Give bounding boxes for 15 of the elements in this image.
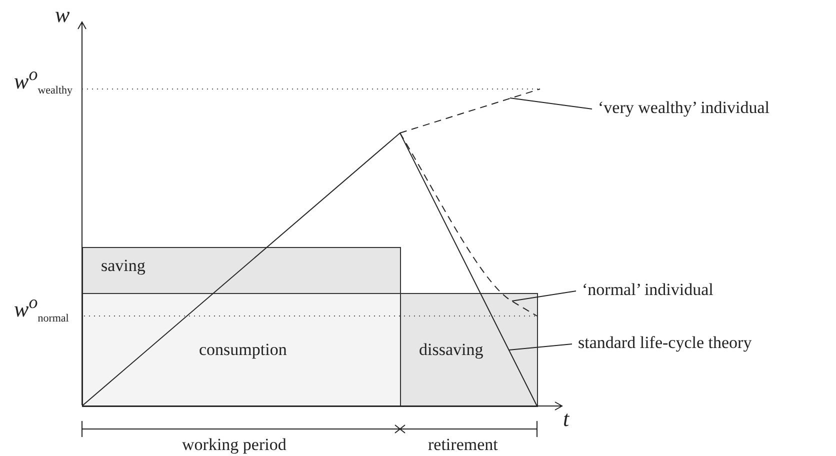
callout-text: standard life-cycle theory bbox=[578, 333, 752, 353]
period-label: retirement bbox=[428, 435, 498, 455]
callout-text: ‘normal’ individual bbox=[582, 280, 714, 300]
leader-line bbox=[508, 344, 572, 350]
leader-line bbox=[512, 290, 576, 302]
callout-text: ‘very wealthy’ individual bbox=[598, 98, 770, 118]
w-axis-label: w bbox=[55, 2, 70, 28]
t-axis-label: t bbox=[563, 406, 570, 432]
region-label: consumption bbox=[199, 340, 287, 360]
region-label: dissaving bbox=[419, 340, 484, 360]
dashed-wealth-line bbox=[400, 88, 540, 134]
wealth-path-line bbox=[82, 132, 538, 406]
leader-line bbox=[510, 98, 592, 110]
region-label: saving bbox=[101, 256, 146, 276]
period-label: working period bbox=[182, 435, 286, 455]
